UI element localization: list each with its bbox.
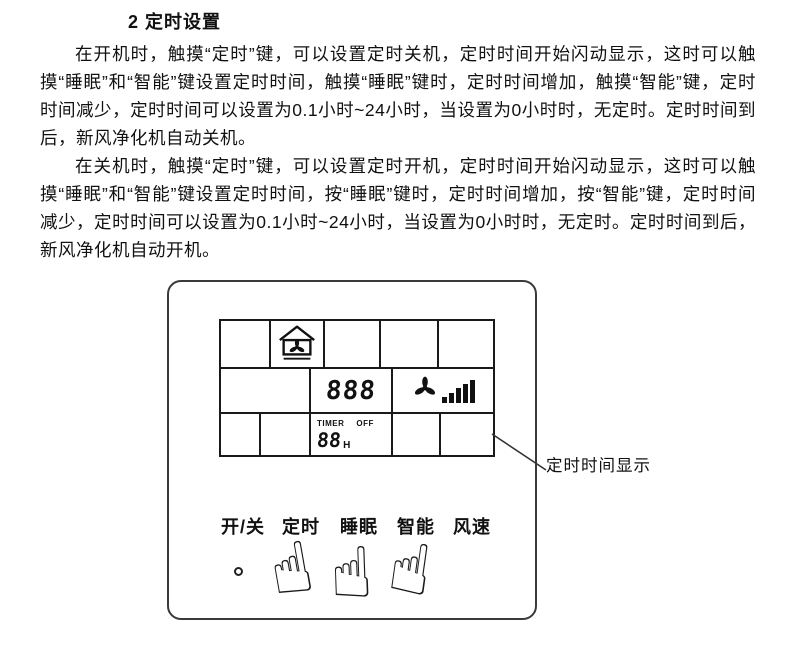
lcd-row-top [221,321,493,369]
lcd-display: 888 [219,319,495,457]
speed-bar [469,379,475,403]
section-title: 2 定时设置 [128,12,222,32]
touch-key-sleep: 睡眠 [340,517,378,537]
speed-bar [455,387,461,403]
touch-key-smart: 智能 [397,517,435,537]
lcd-cell [381,321,439,367]
lcd-cell-auto-ventilation [271,321,325,367]
lcd-cell [439,321,493,367]
lcd-cell-fan-speed [393,369,493,412]
annotation-timer-display-label: 定时时间显示 [546,457,651,475]
lcd-cell-timer: TIMER OFF 88 H [311,414,393,455]
power-indicator-dot [234,567,243,576]
hour-unit-label: H [343,440,351,451]
speed-bar [448,392,454,403]
hand-glyph: ☝ [383,525,438,613]
lcd-cell-main-digits: 888 [311,369,393,412]
timer-off-label: OFF [356,419,374,428]
timer-label: TIMER [317,419,345,428]
pointing-hand-icon: ☝ [263,525,319,613]
touch-key-power: 开/关 [221,517,266,537]
lcd-cell [221,414,261,455]
fan-speed-bars-icon [441,379,475,403]
hand-glyph: ☝ [328,531,375,615]
manual-text-block: 2 定时设置 在开机时，触摸“定时”键，可以设置定时关机，定时时间开始闪动显示，… [40,8,756,264]
control-panel: 888 [167,280,537,620]
lcd-row-bottom: TIMER OFF 88 H [221,414,493,455]
annotation-line [491,433,547,471]
speed-bar [462,383,468,403]
speed-bar [441,396,447,403]
pointing-hand-icon: ☝ [329,531,374,614]
lcd-cell [221,369,311,412]
lcd-cell [325,321,381,367]
house-fan-icon [276,322,318,367]
lcd-row-middle: 888 [221,369,493,414]
lcd-cell [393,414,441,455]
main-digits: 888 [324,375,378,406]
pointing-hand-icon: ☝ [384,525,438,612]
paragraph-timer-on-setting: 在关机时，触摸“定时”键，可以设置定时开机，定时时间开始闪动显示，这时可以触摸“… [40,156,756,260]
lcd-cell [261,414,311,455]
fan-icon [412,375,438,406]
timer-digits: 88 [315,428,343,452]
touch-key-fan-speed: 风速 [453,517,491,537]
lcd-cell [221,321,271,367]
touch-key-timer: 定时 [282,517,320,537]
paragraph-timer-off-setting: 在开机时，触摸“定时”键，可以设置定时关机，定时时间开始闪动显示，这时可以触摸“… [40,44,756,148]
